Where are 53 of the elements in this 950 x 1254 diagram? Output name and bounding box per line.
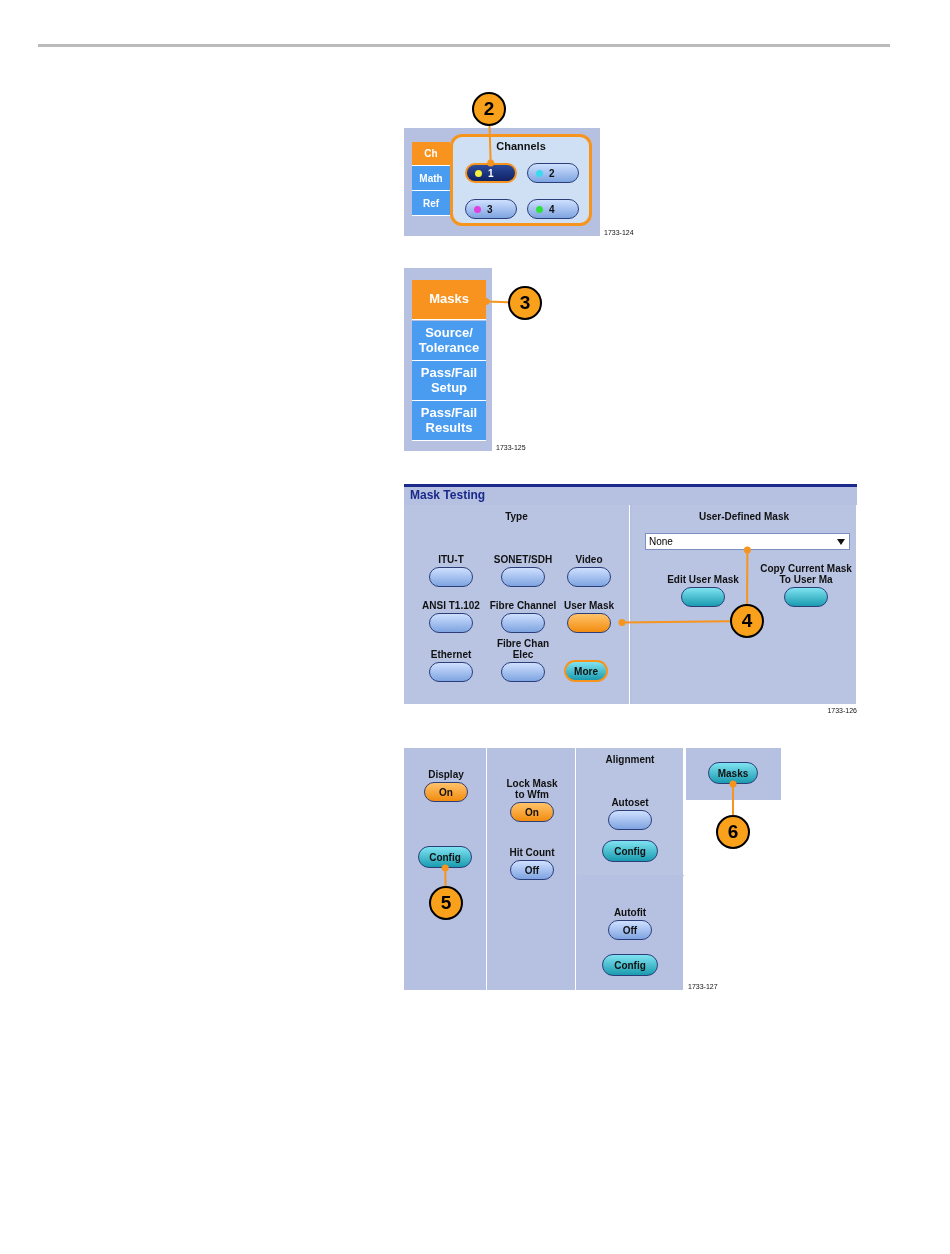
button: Config (602, 954, 658, 976)
button: Masks (708, 762, 758, 784)
callout-number: 2 (472, 92, 506, 126)
button-caption: ITU-T (438, 554, 464, 565)
screen-panel (686, 748, 781, 800)
button: On (510, 802, 554, 822)
callout-number: 3 (508, 286, 542, 320)
leader-line (743, 546, 751, 605)
section-heading: Channels (495, 140, 547, 152)
callout-number: 5 (429, 886, 463, 920)
button-caption: Video (575, 554, 603, 565)
button: Config (418, 846, 472, 868)
section-heading: Type (504, 511, 529, 522)
channel-button: 4 (527, 199, 579, 219)
button-caption: Autofit (613, 907, 647, 918)
dropdown-field: None (645, 533, 850, 550)
menu-tab: Masks (412, 280, 486, 320)
button-caption: Ethernet (430, 649, 472, 660)
button-caption: SONET/SDH (493, 554, 553, 565)
menu-tab: Math (412, 166, 450, 191)
menu-tab: Ch (412, 142, 450, 166)
channel-button: 3 (465, 199, 517, 219)
channel-button: 1 (465, 163, 517, 183)
channel-button: 2 (527, 163, 579, 183)
button-caption: Lock Mask to Wfm (505, 778, 559, 800)
button-caption: Fibre Chan Elec (495, 638, 551, 660)
button-caption: Display (428, 769, 464, 780)
button-caption: Fibre Channel (489, 600, 557, 611)
button-caption: Autoset (611, 797, 649, 808)
menu-tab: Pass/Fail Results (412, 401, 486, 441)
leader-line (618, 619, 731, 627)
menu-tab: Ref (412, 191, 450, 216)
button: On (424, 782, 468, 802)
button: Off (510, 860, 554, 880)
menu-tab: Pass/Fail Setup (412, 361, 486, 401)
button: Config (602, 840, 658, 862)
button-caption: User Mask (564, 600, 614, 611)
button-caption: ANSI T1.102 (422, 600, 480, 611)
section-heading: Alignment (604, 754, 656, 765)
button-caption: Copy Current Mask To User Ma (759, 563, 853, 585)
leader-line (729, 780, 737, 816)
window-title: Mask Testing (410, 488, 486, 502)
button-caption: Edit User Mask (667, 574, 739, 585)
section-heading: User-Defined Mask (698, 511, 790, 522)
button: More (564, 660, 608, 682)
leader-line (441, 864, 449, 887)
callout-number: 4 (730, 604, 764, 638)
leader-line (487, 125, 495, 167)
callout-number: 6 (716, 815, 750, 849)
button: Off (608, 920, 652, 940)
channel-group (450, 134, 592, 226)
menu-tab: Source/ Tolerance (412, 321, 486, 361)
button-caption: Hit Count (509, 847, 555, 858)
